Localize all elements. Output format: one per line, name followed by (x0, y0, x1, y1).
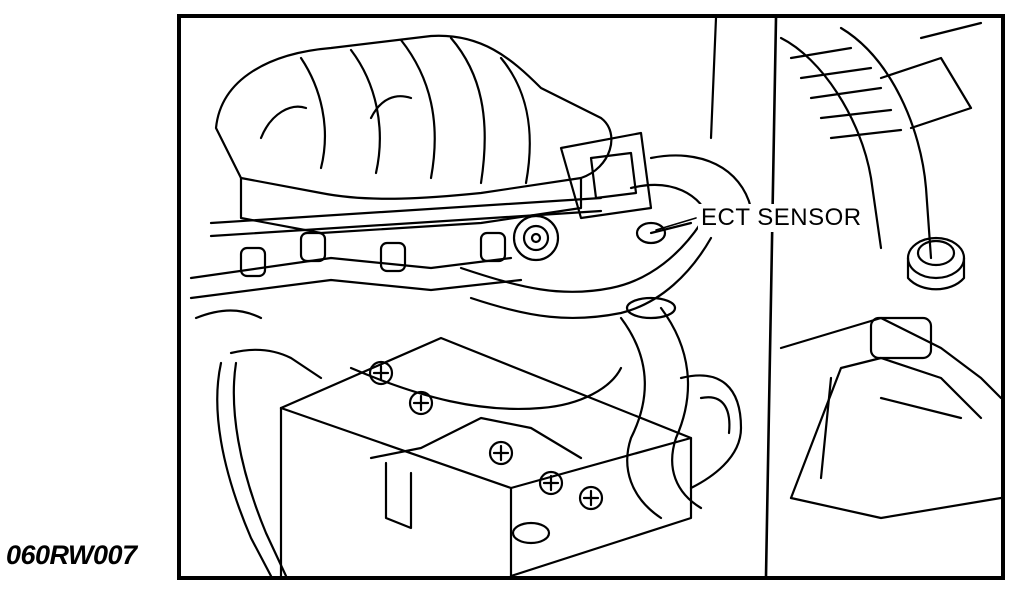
figure-id: 060RW007 (6, 540, 137, 570)
engine-bay-drawing (189, 18, 1001, 576)
lower-radiator-hose (619, 296, 743, 520)
air-intake-duct (779, 21, 983, 260)
diagram-frame: ECT SENSOR (177, 14, 1005, 580)
ect-sensor-callout: ECT SENSOR (698, 204, 865, 232)
divider-line-2 (709, 18, 718, 140)
callout-leader (655, 217, 697, 231)
battery-cable (216, 348, 323, 576)
radiator-cap (906, 236, 966, 291)
divider-line (764, 18, 778, 576)
battery (279, 336, 693, 576)
throttle-body (512, 131, 653, 262)
air-box (779, 316, 1001, 520)
intake-manifold (214, 34, 613, 235)
